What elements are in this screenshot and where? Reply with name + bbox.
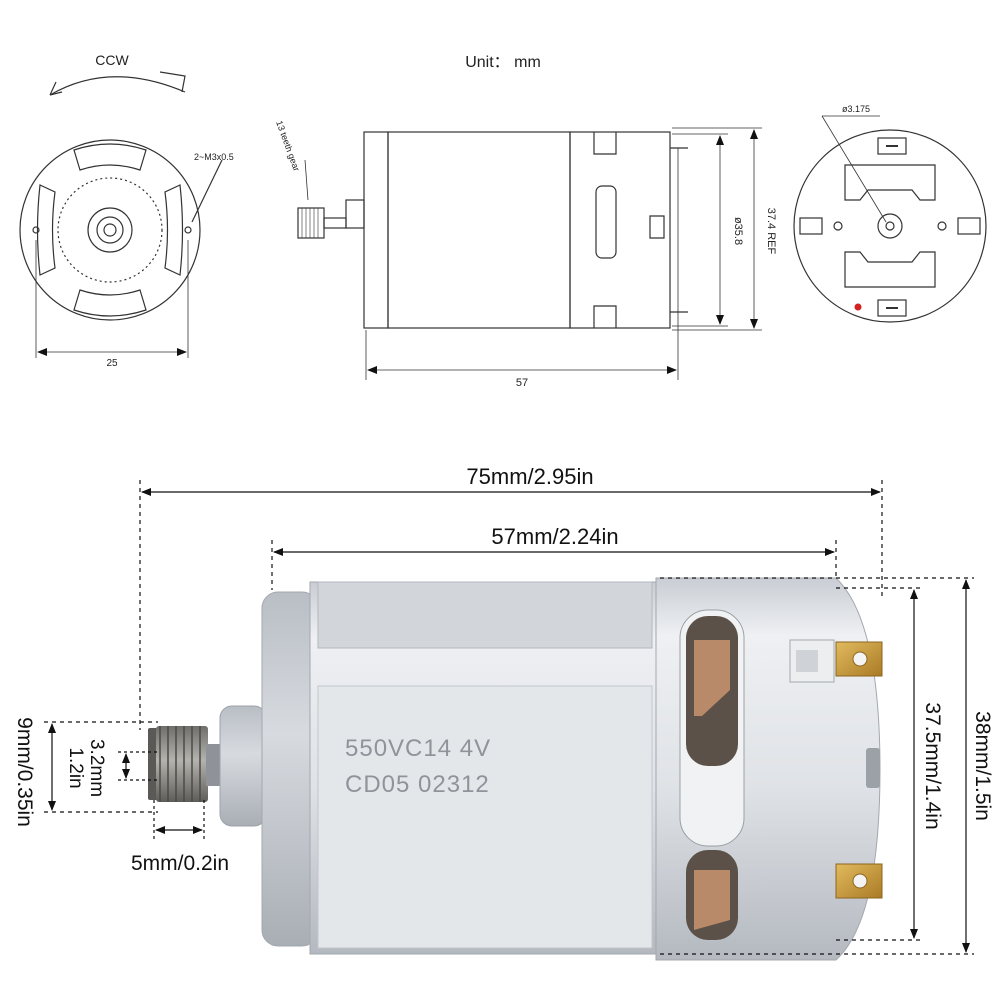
side-brush-holder <box>649 215 665 239</box>
rear-housing-outline <box>793 129 987 323</box>
rear-hole-left <box>833 221 843 231</box>
rear-terminal-top <box>877 137 907 155</box>
motor-photo: 550VC14 4V CD05 02312 <box>148 577 883 961</box>
diameter-value: ø35.8 <box>732 217 744 245</box>
mount-hole-right <box>184 226 192 234</box>
gear-note-leader <box>304 159 309 201</box>
side-bottom-slot <box>593 305 617 328</box>
side-gear-teeth <box>301 208 319 238</box>
rotation-direction-label: CCW <box>95 52 129 68</box>
photo-terminal-top-hole <box>852 651 868 667</box>
gear-note-text: 13 teeth gear <box>274 119 302 172</box>
front-vent-top <box>73 143 147 171</box>
ccw-rotation-arrow <box>49 76 186 96</box>
mount-hole-left <box>32 226 40 234</box>
rear-brush-plate-top <box>844 164 936 201</box>
photo-rear-bushing <box>866 748 880 788</box>
side-end-cap <box>569 131 671 329</box>
photo-bearing-boss <box>219 705 267 827</box>
photo-terminal-bottom-hole <box>852 873 868 889</box>
photo-copper-winding-bottom <box>694 870 730 930</box>
body-height-label: 37.5mm/1.4in <box>921 702 944 829</box>
front-vent-right <box>164 184 184 276</box>
photo-can-label-panel <box>317 685 653 949</box>
rear-bushing <box>877 213 903 239</box>
gear-teeth-lines <box>159 726 201 802</box>
motor-code-text: CD05 02312 <box>345 771 490 798</box>
photo-copper-winding-top <box>694 640 730 716</box>
side-terminals <box>670 147 688 313</box>
shaft-dia-value: ø3.175 <box>842 104 870 114</box>
side-length-value: 57 <box>516 377 528 389</box>
rear-hole-right <box>937 221 947 231</box>
rear-terminal-bottom <box>877 299 907 317</box>
front-gear-outline <box>96 216 124 244</box>
front-inner-ring <box>57 177 163 283</box>
polarity-dot <box>854 303 862 311</box>
mount-screw-leader <box>191 159 223 223</box>
body-length-label: 57mm/2.24in <box>491 524 618 549</box>
side-can-body <box>387 131 571 329</box>
side-top-slot <box>593 132 617 155</box>
rear-clip-left <box>799 217 823 235</box>
side-end-vent <box>595 185 617 259</box>
overall-height-label: 38mm/1.5in <box>971 711 994 821</box>
front-bearing-boss <box>87 207 133 253</box>
rear-clip-right <box>957 217 981 235</box>
ccw-tail-icon <box>159 71 186 93</box>
unit-label-text: Unit： mm <box>465 54 541 71</box>
mount-spacing-value: 25 <box>106 358 118 369</box>
front-vent-left <box>36 184 56 276</box>
shaft-dia-label-in: 1.2in <box>65 747 86 788</box>
photo-can-top-panel <box>317 581 653 649</box>
shaft-dia-label-mm: 3.2mm <box>86 739 107 797</box>
gear-height-label: 9mm/0.35in <box>13 717 36 827</box>
side-front-cap <box>363 131 389 329</box>
side-view-drawing: 13 teeth gear 57 ø35.8 37.4 REF <box>274 119 777 389</box>
rear-brush-plate-bottom <box>844 251 936 288</box>
unit-label: Unit： mm <box>465 54 541 71</box>
gear-width-label: 5mm/0.2in <box>131 852 229 875</box>
photo-brush-window <box>796 650 818 672</box>
motor-model-text: 550VC14 4V <box>345 735 491 762</box>
ccw-arrowhead <box>49 81 63 96</box>
side-shaft <box>323 217 347 229</box>
pinion-gear <box>148 726 208 802</box>
rear-view-drawing: ø3.175 <box>793 104 987 323</box>
total-length-label: 75mm/2.95in <box>466 464 593 489</box>
side-bearing-boss <box>345 199 365 229</box>
front-shaft-hole <box>103 223 117 237</box>
photo-dimensions: 75mm/2.95in 57mm/2.24in 9mm/0.35in 3.2mm… <box>13 464 994 955</box>
front-vent-bottom <box>73 289 147 317</box>
shaft-dia-leader <box>821 115 887 223</box>
front-housing-outline <box>19 139 201 321</box>
rear-shaft-end <box>885 221 895 231</box>
mount-screw-note: 2~M3x0.5 <box>194 152 234 162</box>
front-view-drawing: CCW 2~M3x0.5 25 <box>19 52 234 369</box>
ref-value: 37.4 REF <box>765 208 777 255</box>
